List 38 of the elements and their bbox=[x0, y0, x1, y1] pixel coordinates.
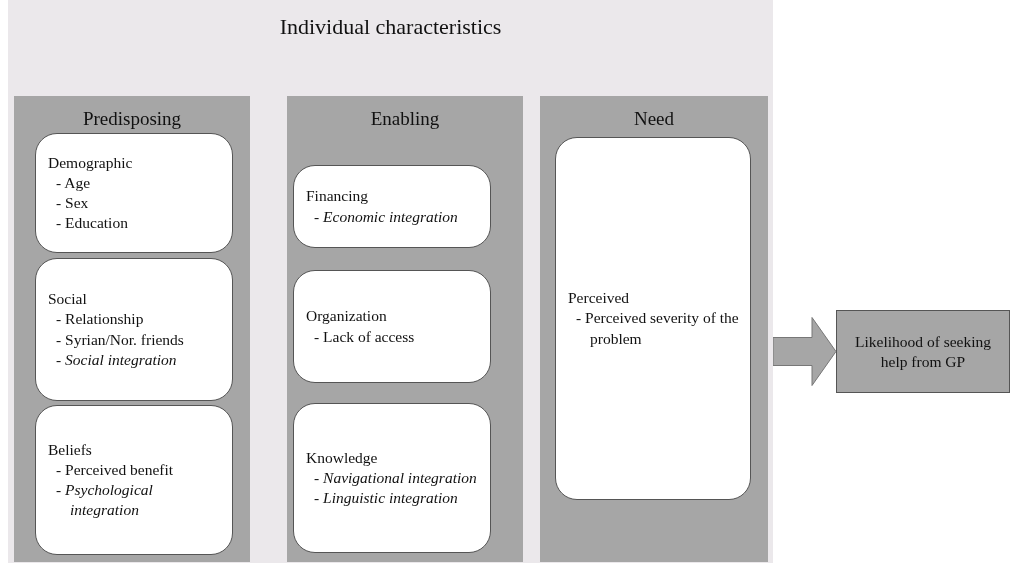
list-item: - Relationship bbox=[55, 309, 145, 330]
column-title: Predisposing bbox=[81, 108, 183, 130]
list-item: - Linguistic integration bbox=[313, 488, 459, 509]
column-title: Need bbox=[632, 108, 676, 130]
list-item: - Perceived benefit bbox=[55, 459, 175, 480]
rounded-box bbox=[293, 403, 491, 553]
list-item: - Education bbox=[55, 213, 129, 234]
rounded-box bbox=[35, 133, 233, 253]
list-item: - Social integration bbox=[55, 349, 178, 370]
outcome-box bbox=[836, 310, 1010, 393]
group-title: Individual characteristics bbox=[278, 14, 503, 40]
column-panel bbox=[14, 96, 250, 562]
outcome-text: Likelihood of seeking help from GP bbox=[854, 332, 992, 371]
column-title: Enabling bbox=[369, 108, 441, 130]
rounded-box bbox=[555, 137, 751, 500]
list-item: - Economic integration bbox=[313, 206, 459, 227]
list-item: - Age bbox=[55, 172, 91, 193]
rounded-box bbox=[293, 270, 491, 383]
column-panel bbox=[540, 96, 768, 562]
category-heading: Organization bbox=[306, 306, 388, 327]
category-heading: Social bbox=[48, 289, 88, 310]
category-heading: Knowledge bbox=[306, 447, 379, 468]
list-item: - Psychological integration bbox=[55, 480, 154, 521]
block-arrow bbox=[772, 317, 837, 386]
list-item: - Lack of access bbox=[313, 326, 416, 347]
rounded-box bbox=[35, 258, 233, 401]
category-heading: Beliefs bbox=[48, 439, 93, 460]
group-panel bbox=[8, 0, 773, 563]
list-item: - Syrian/Nor. friends bbox=[55, 329, 185, 350]
rounded-box bbox=[35, 405, 233, 555]
list-item: - Sex bbox=[55, 193, 90, 213]
rounded-box bbox=[293, 165, 491, 248]
category-heading: Financing bbox=[306, 186, 369, 207]
column-panel bbox=[287, 96, 523, 562]
category-heading: Perceived bbox=[568, 288, 631, 309]
list-item: - Perceived severity of the problem bbox=[575, 308, 740, 349]
category-heading: Demographic bbox=[48, 152, 134, 173]
list-item: - Navigational integration bbox=[313, 467, 478, 488]
